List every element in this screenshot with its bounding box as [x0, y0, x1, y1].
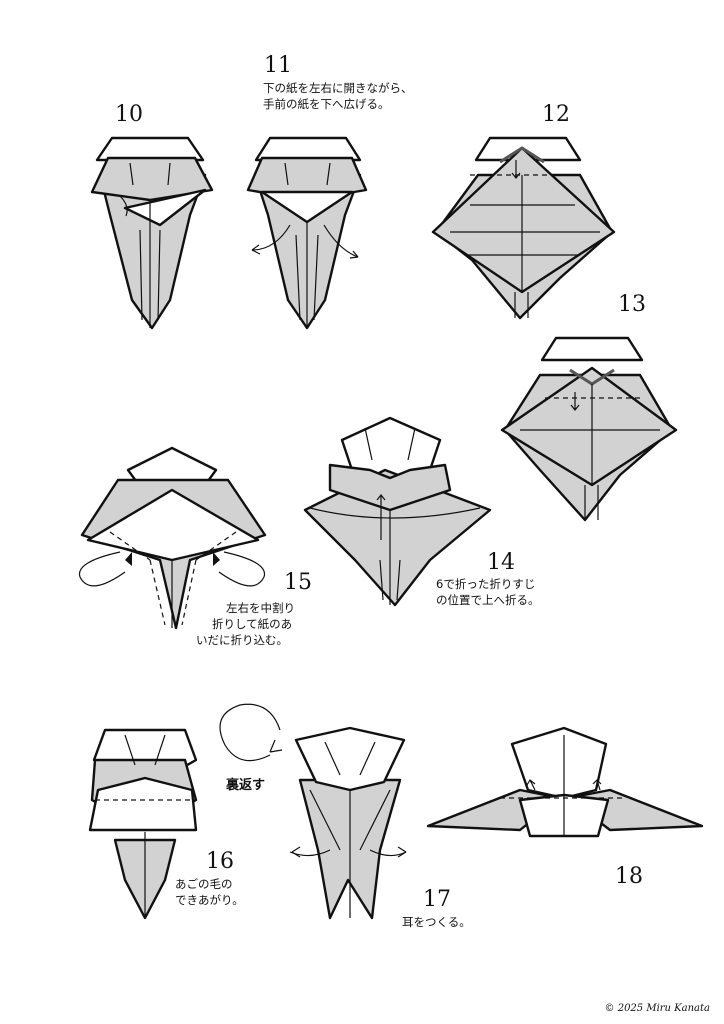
step-15-caption-line-3: いだに折り込む。 [196, 633, 288, 647]
step-12-figure [431, 136, 616, 320]
step-15-figure [78, 446, 267, 630]
step-17-caption-line-1: 耳をつくる。 [402, 915, 471, 929]
step-10-number: 10 [115, 102, 143, 127]
step-15-number: 15 [284, 570, 312, 595]
step-18-figure [426, 726, 704, 838]
step-10-figure [90, 136, 214, 330]
step-17-number: 17 [423, 887, 451, 912]
step-13-figure [500, 336, 678, 522]
step-14-caption-line-1: 6で折った折りすじ [436, 577, 536, 591]
step-16-number: 16 [206, 849, 234, 874]
step-16-caption-line-1: あごの毛の [175, 877, 233, 891]
flip-label: 裏返す [226, 778, 266, 793]
step-11-figure [246, 136, 368, 330]
step-14-caption-line-2: の位置で上へ折る。 [436, 593, 540, 607]
step-11-caption-line-2: 手前の紙を下へ広げる。 [263, 97, 390, 111]
step-14-number: 14 [487, 550, 515, 575]
step-15-caption-line-1: 左右を中割り [226, 601, 295, 615]
step-18-number: 18 [615, 864, 643, 889]
step-15-caption-line-2: 折りして紙のあ [212, 617, 293, 631]
step-16-figure [88, 728, 198, 920]
step-16-caption-line-2: できあがり。 [175, 893, 244, 907]
step-12-number: 12 [542, 102, 570, 127]
step-17-figure [289, 726, 407, 920]
step-14-figure [303, 416, 492, 607]
step-11-caption-line-1: 下の紙を左右に開きながら、 [263, 81, 413, 95]
flip-over-arrow-icon [219, 703, 283, 762]
step-11-number: 11 [264, 53, 292, 78]
copyright-notice: © 2025 Miru Kanata [604, 1003, 710, 1014]
step-13-number: 13 [618, 292, 646, 317]
